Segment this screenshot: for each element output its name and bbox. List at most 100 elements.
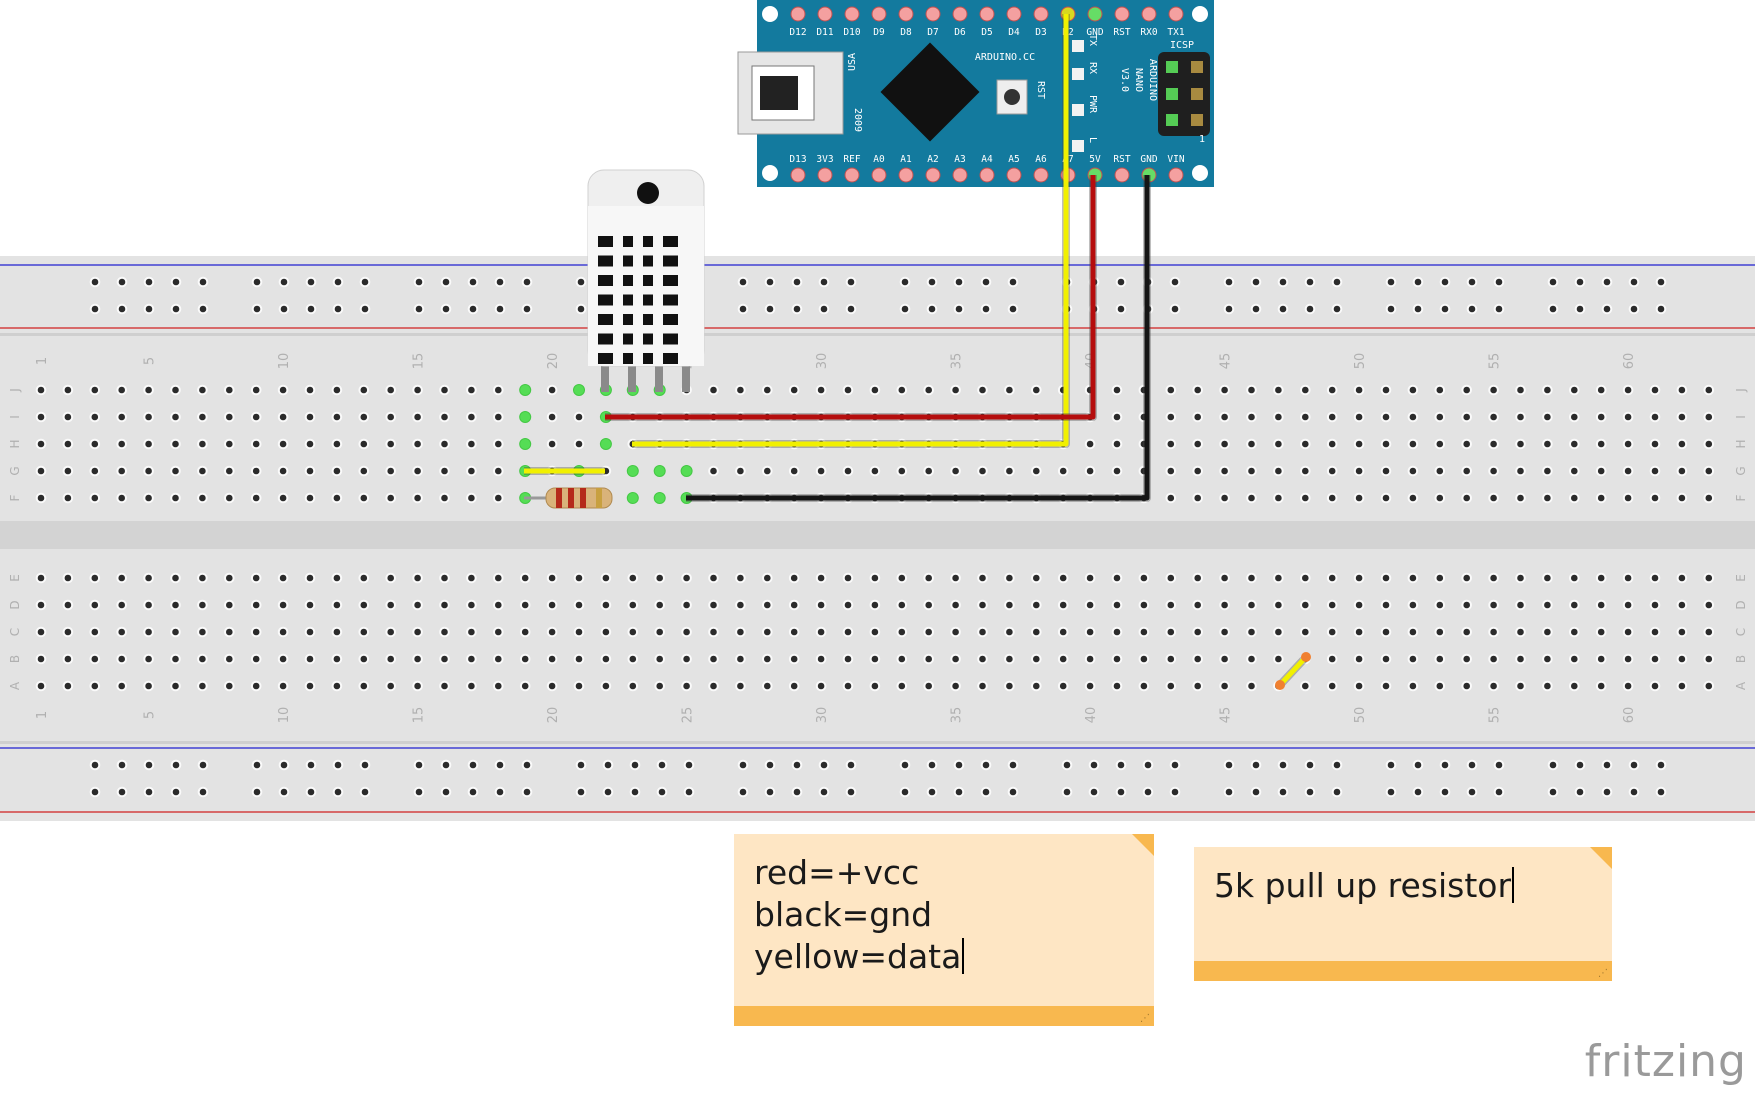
breadboard-hole[interactable] xyxy=(1676,411,1688,423)
breadboard-hole[interactable] xyxy=(1515,465,1526,477)
breadboard-hole[interactable] xyxy=(869,465,881,477)
breadboard-hole[interactable] xyxy=(708,653,719,665)
rail-hole[interactable] xyxy=(575,303,587,315)
breadboard-hole[interactable] xyxy=(1326,465,1338,477)
rail-hole[interactable] xyxy=(1304,786,1316,798)
rail-hole[interactable] xyxy=(116,276,128,288)
breadboard-hole[interactable] xyxy=(1004,572,1015,584)
breadboard-hole[interactable] xyxy=(735,626,746,638)
breadboard-hole[interactable] xyxy=(977,626,988,638)
rail-hole[interactable] xyxy=(197,759,209,771)
rail-hole[interactable] xyxy=(737,786,749,798)
breadboard-hole[interactable] xyxy=(842,384,854,396)
breadboard-hole[interactable] xyxy=(600,680,612,692)
breadboard-hole[interactable] xyxy=(1031,572,1042,584)
breadboard-hole[interactable] xyxy=(1246,411,1257,423)
breadboard-hole[interactable] xyxy=(1569,626,1580,638)
breadboard-hole[interactable] xyxy=(1542,680,1553,692)
breadboard-hole[interactable] xyxy=(277,599,289,611)
rail-hole[interactable] xyxy=(1061,786,1073,798)
rail-hole[interactable] xyxy=(980,303,992,315)
rail-hole[interactable] xyxy=(764,759,776,771)
rail-hole[interactable] xyxy=(467,303,479,315)
breadboard-hole[interactable] xyxy=(1300,384,1311,396)
rail-hole[interactable] xyxy=(629,759,641,771)
rail-hole[interactable] xyxy=(1007,276,1019,288)
breadboard-hole[interactable] xyxy=(1300,411,1311,423)
rail-hole[interactable] xyxy=(1169,276,1181,288)
breadboard-hole[interactable] xyxy=(1273,599,1284,611)
breadboard-hole[interactable] xyxy=(62,492,74,504)
breadboard-hole[interactable] xyxy=(1031,465,1042,477)
rail-hole[interactable] xyxy=(953,759,965,771)
breadboard-hole[interactable] xyxy=(923,465,935,477)
rail-hole[interactable] xyxy=(1115,786,1127,798)
breadboard-hole[interactable] xyxy=(762,653,773,665)
rail-hole[interactable] xyxy=(143,276,155,288)
rail-hole[interactable] xyxy=(440,759,452,771)
breadboard-hole[interactable] xyxy=(1595,492,1607,504)
note-text[interactable]: red=+vcc black=gnd yellow=data xyxy=(754,852,965,978)
rail-hole[interactable] xyxy=(1655,759,1667,771)
rail-hole[interactable] xyxy=(926,276,938,288)
breadboard-hole[interactable] xyxy=(950,599,961,611)
breadboard-hole[interactable] xyxy=(1622,492,1634,504)
breadboard-hole[interactable] xyxy=(708,384,719,396)
breadboard-hole[interactable] xyxy=(1488,680,1499,692)
breadboard-hole[interactable] xyxy=(1703,599,1715,611)
breadboard-hole[interactable] xyxy=(788,626,800,638)
breadboard-hole[interactable] xyxy=(493,653,504,665)
breadboard-hole[interactable] xyxy=(466,384,477,396)
breadboard-hole[interactable] xyxy=(412,626,423,638)
breadboard-hole[interactable] xyxy=(250,680,262,692)
breadboard-hole[interactable] xyxy=(708,599,719,611)
breadboard-hole[interactable] xyxy=(1219,492,1230,504)
breadboard-hole[interactable] xyxy=(1165,411,1177,423)
breadboard-hole[interactable] xyxy=(493,572,504,584)
breadboard-hole[interactable] xyxy=(89,653,101,665)
breadboard-hole[interactable] xyxy=(412,599,423,611)
rail-hole[interactable] xyxy=(197,786,209,798)
rail-hole[interactable] xyxy=(278,786,290,798)
breadboard-hole[interactable] xyxy=(573,572,585,584)
breadboard-hole[interactable] xyxy=(1300,465,1311,477)
rail-hole[interactable] xyxy=(1385,303,1397,315)
rail-hole[interactable] xyxy=(413,303,425,315)
breadboard-hole[interactable] xyxy=(1542,653,1553,665)
rail-hole[interactable] xyxy=(845,276,857,288)
pin-a1[interactable] xyxy=(898,167,914,183)
breadboard-hole[interactable] xyxy=(1380,680,1392,692)
breadboard-hole[interactable] xyxy=(815,572,827,584)
breadboard-hole[interactable] xyxy=(1515,653,1526,665)
breadboard-hole[interactable] xyxy=(735,680,746,692)
breadboard-hole[interactable] xyxy=(1622,653,1634,665)
breadboard-hole[interactable] xyxy=(439,680,450,692)
breadboard-hole[interactable] xyxy=(1703,626,1715,638)
breadboard-hole[interactable] xyxy=(1300,492,1311,504)
rail-hole[interactable] xyxy=(1466,276,1478,288)
breadboard-hole[interactable] xyxy=(1057,626,1069,638)
breadboard-hole[interactable] xyxy=(170,572,181,584)
breadboard-hole[interactable] xyxy=(1515,572,1526,584)
breadboard-hole[interactable] xyxy=(304,438,316,450)
breadboard-hole[interactable] xyxy=(35,653,47,665)
rail-hole[interactable] xyxy=(467,276,479,288)
breadboard-hole[interactable] xyxy=(197,384,208,396)
breadboard-hole[interactable] xyxy=(735,384,746,396)
rail-hole[interactable] xyxy=(899,303,911,315)
breadboard-hole[interactable] xyxy=(1569,465,1580,477)
rail-hole[interactable] xyxy=(980,276,992,288)
breadboard-hole[interactable] xyxy=(627,572,639,584)
breadboard-hole[interactable] xyxy=(385,438,397,450)
pin-3v3[interactable] xyxy=(817,167,833,183)
breadboard-hole[interactable] xyxy=(1192,572,1203,584)
pin-vin[interactable] xyxy=(1168,167,1184,183)
breadboard-hole[interactable] xyxy=(197,653,208,665)
breadboard-hole[interactable] xyxy=(1461,492,1472,504)
breadboard-hole[interactable] xyxy=(35,680,47,692)
breadboard-hole[interactable] xyxy=(1595,680,1607,692)
pin-d7[interactable] xyxy=(925,6,941,22)
breadboard-hole[interactable] xyxy=(1138,680,1150,692)
pin-a4[interactable] xyxy=(979,167,995,183)
